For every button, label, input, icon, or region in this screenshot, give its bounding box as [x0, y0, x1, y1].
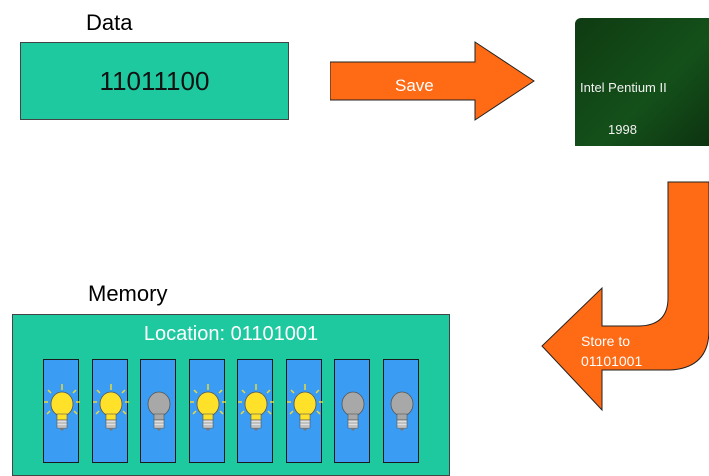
- bulb-off-icon: [390, 391, 413, 431]
- bulb-on-icon: [92, 384, 129, 431]
- save-arrow: [330, 41, 535, 121]
- data-value: 11011100: [99, 65, 210, 96]
- bulb-on-icon: [44, 384, 80, 431]
- cpu-chip: [575, 18, 709, 146]
- memory-bit-cell: [237, 359, 274, 463]
- memory-bit-cell: [140, 359, 176, 463]
- memory-box: Location: 01101001: [12, 314, 450, 476]
- bulb-on-icon: [238, 384, 274, 431]
- memory-bit-cell: [382, 359, 419, 463]
- memory-label: Memory: [88, 281, 168, 306]
- location-label: Location: 01101001: [143, 323, 319, 345]
- store-arrow: [541, 181, 709, 412]
- store-label-line1: Store to: [581, 333, 631, 349]
- bulb-off-icon: [341, 391, 365, 431]
- bulb-off-icon: [147, 391, 171, 431]
- data-box: 11011100: [20, 42, 289, 120]
- memory-bit-cell: [91, 359, 129, 463]
- data-label: Data: [86, 10, 133, 35]
- bulb-on-icon: [189, 384, 226, 431]
- cpu-year: 1998: [608, 122, 637, 137]
- memory-bit-cell: [188, 359, 226, 463]
- bulb-on-icon: [286, 384, 323, 431]
- store-label-line2: 01101001: [581, 353, 643, 369]
- memory-bit-cell: [285, 359, 323, 463]
- save-label: Save: [395, 76, 434, 95]
- memory-bit-cell: [334, 359, 370, 463]
- memory-bit-cell: [43, 359, 80, 463]
- cpu-name: Intel Pentium II: [580, 80, 667, 95]
